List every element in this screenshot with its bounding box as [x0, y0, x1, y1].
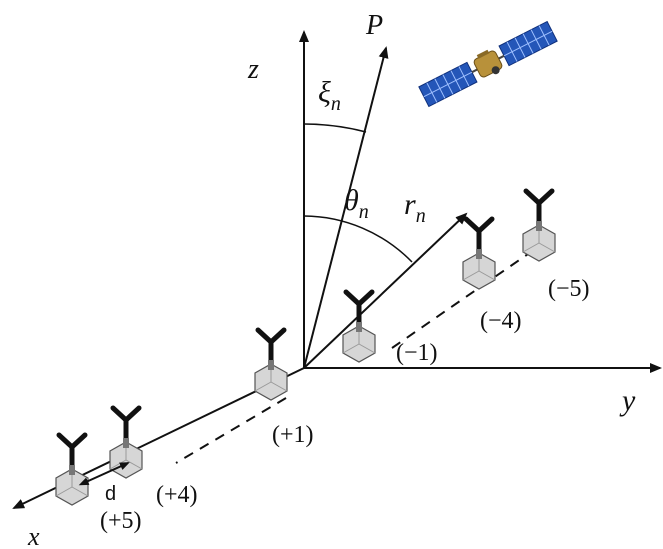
element-plus1 [254, 330, 288, 401]
dashed-guide-x [175, 397, 287, 464]
p-direction [303, 46, 389, 369]
theta-label: θn [344, 184, 369, 223]
label-minus5: (−5) [548, 276, 590, 302]
label-plus1: (+1) [272, 422, 314, 448]
xi-symbol: ξ [318, 76, 331, 109]
dashed-guide-y [391, 253, 529, 349]
xi-subscript: n [331, 93, 341, 115]
r-label: rn [404, 188, 426, 227]
xi-angle-arc [303, 123, 367, 133]
theta-symbol: θ [344, 184, 359, 217]
element-plus5 [55, 435, 89, 506]
spacing-arrow [78, 462, 130, 486]
theta-subscript: n [359, 201, 369, 223]
element-plus4 [109, 408, 143, 479]
r-symbol: r [404, 188, 416, 221]
label-plus5: (+5) [100, 508, 142, 534]
y-axis-label: y [619, 384, 636, 417]
element-minus4 [462, 219, 496, 290]
r-subscript: n [416, 205, 426, 227]
satellite-icon [418, 20, 558, 108]
r-vector [303, 212, 468, 369]
z-axis-label: z [247, 54, 259, 85]
x-axis-label: x [27, 522, 40, 549]
label-plus4: (+4) [156, 482, 198, 508]
label-minus4: (−4) [480, 308, 522, 334]
xi-label: ξn [318, 76, 341, 115]
p-label: P [365, 10, 383, 41]
theta-angle-arc [303, 215, 413, 263]
spacing-label: d [105, 483, 116, 505]
element-minus5 [522, 191, 556, 262]
label-minus1: (−1) [396, 340, 438, 366]
